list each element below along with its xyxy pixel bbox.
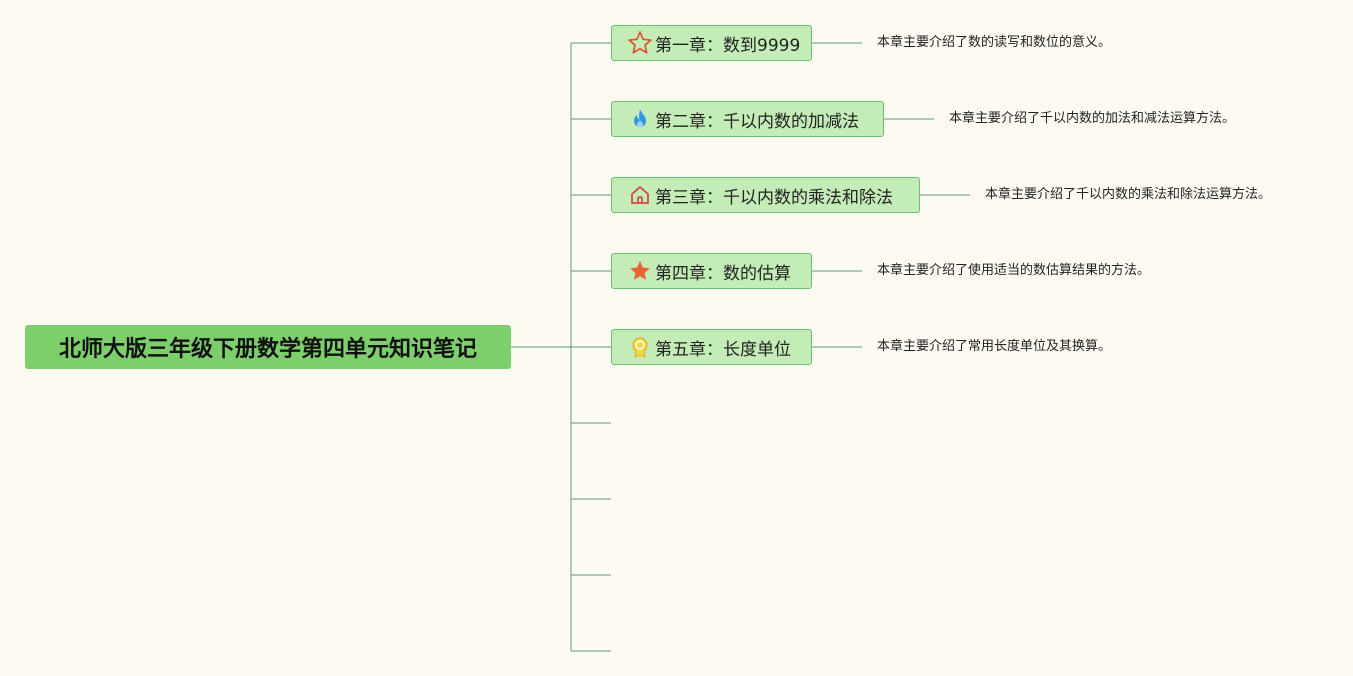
chapter-node-4[interactable]: 第四章：数的估算 [611,253,812,289]
star-outline-icon [627,30,653,56]
chapter-title-1: 第一章：数到9999 [655,35,801,56]
chapter-description-1: 本章主要介绍了数的读写和数位的意义。 [877,35,1112,50]
medal-icon [627,334,653,360]
root-topic-label: 北师大版三年级下册数学第四单元知识笔记 [58,337,477,362]
chapter-title-5: 第五章：长度单位 [655,339,791,360]
star-filled-icon [627,258,653,284]
chapter-node-3[interactable]: 第三章：千以内数的乘法和除法 [611,177,920,213]
root-topic[interactable]: 北师大版三年级下册数学第四单元知识笔记 [25,325,511,369]
chapter-description-2: 本章主要介绍了千以内数的加法和减法运算方法。 [949,111,1236,126]
chapter-title-4: 第四章：数的估算 [655,263,791,284]
chapter-description-3: 本章主要介绍了千以内数的乘法和除法运算方法。 [985,187,1272,202]
chapter-node-1[interactable]: 第一章：数到9999 [611,25,812,61]
chapter-node-5[interactable]: 第五章：长度单位 [611,329,812,365]
flame-icon [627,106,653,132]
chapter-node-2[interactable]: 第二章：千以内数的加减法 [611,101,884,137]
chapter-description-4: 本章主要介绍了使用适当的数估算结果的方法。 [877,263,1151,278]
chapter-title-3: 第三章：千以内数的乘法和除法 [655,187,893,208]
chapter-title-2: 第二章：千以内数的加减法 [655,111,859,132]
chapter-description-5: 本章主要介绍了常用长度单位及其换算。 [877,339,1112,354]
home-icon [627,182,653,208]
